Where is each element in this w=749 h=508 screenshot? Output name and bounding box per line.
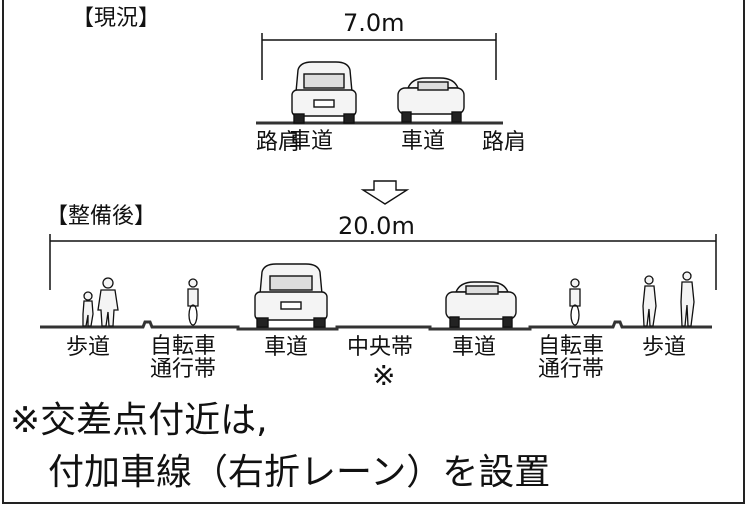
planned-left-bike-lane-label: 自転車 通行帯 bbox=[150, 335, 216, 381]
planned-right-bike-lane-label: 自転車 通行帯 bbox=[538, 335, 604, 381]
planned-section-label: 【整備後】 bbox=[46, 204, 157, 229]
planned-right-sidewalk-label: 歩道 bbox=[642, 335, 687, 360]
planned-left-bike-lane-line2: 通行帯 bbox=[150, 357, 217, 382]
down-arrow bbox=[360, 180, 410, 205]
current-left-carriageway-label: 車道 bbox=[289, 129, 334, 154]
planned-left-sidewalk-label: 歩道 bbox=[66, 335, 111, 360]
planned-median-label: 中央帯 bbox=[347, 335, 414, 360]
planned-dimension-line bbox=[49, 234, 717, 290]
footnote-line2: 付加車線（右折レーン）を設置 bbox=[48, 452, 551, 493]
planned-median-note-mark: ※ bbox=[372, 359, 396, 392]
cyclist-left bbox=[187, 278, 199, 326]
planned-right-bike-lane-line1: 自転車 bbox=[538, 334, 605, 359]
planned-left-carriageway-label: 車道 bbox=[264, 335, 309, 360]
current-left-shoulder-label: 路肩 bbox=[256, 130, 301, 155]
current-right-carriageway-label: 車道 bbox=[401, 129, 446, 154]
current-dimension-line bbox=[261, 33, 497, 80]
planned-width-label: 20.0m bbox=[338, 212, 415, 240]
current-section-label: 【現況】 bbox=[72, 6, 161, 31]
cyclist-right bbox=[569, 278, 581, 326]
planned-left-bike-lane-line1: 自転車 bbox=[150, 334, 217, 359]
pedestrian-figures-right bbox=[642, 271, 695, 327]
pedestrian-figures-left bbox=[82, 277, 119, 327]
planned-suv-left bbox=[254, 263, 328, 328]
current-right-shoulder-label: 路肩 bbox=[482, 130, 527, 155]
current-width-label: 7.0m bbox=[343, 9, 405, 37]
planned-sedan-right bbox=[445, 281, 517, 328]
planned-road-surface bbox=[40, 320, 712, 331]
planned-right-bike-lane-line2: 通行帯 bbox=[538, 357, 605, 382]
current-suv-left bbox=[291, 61, 357, 124]
planned-right-carriageway-label: 車道 bbox=[452, 335, 497, 360]
current-sedan-right bbox=[397, 77, 465, 123]
footnote-line1: ※交差点付近は, bbox=[10, 400, 268, 441]
